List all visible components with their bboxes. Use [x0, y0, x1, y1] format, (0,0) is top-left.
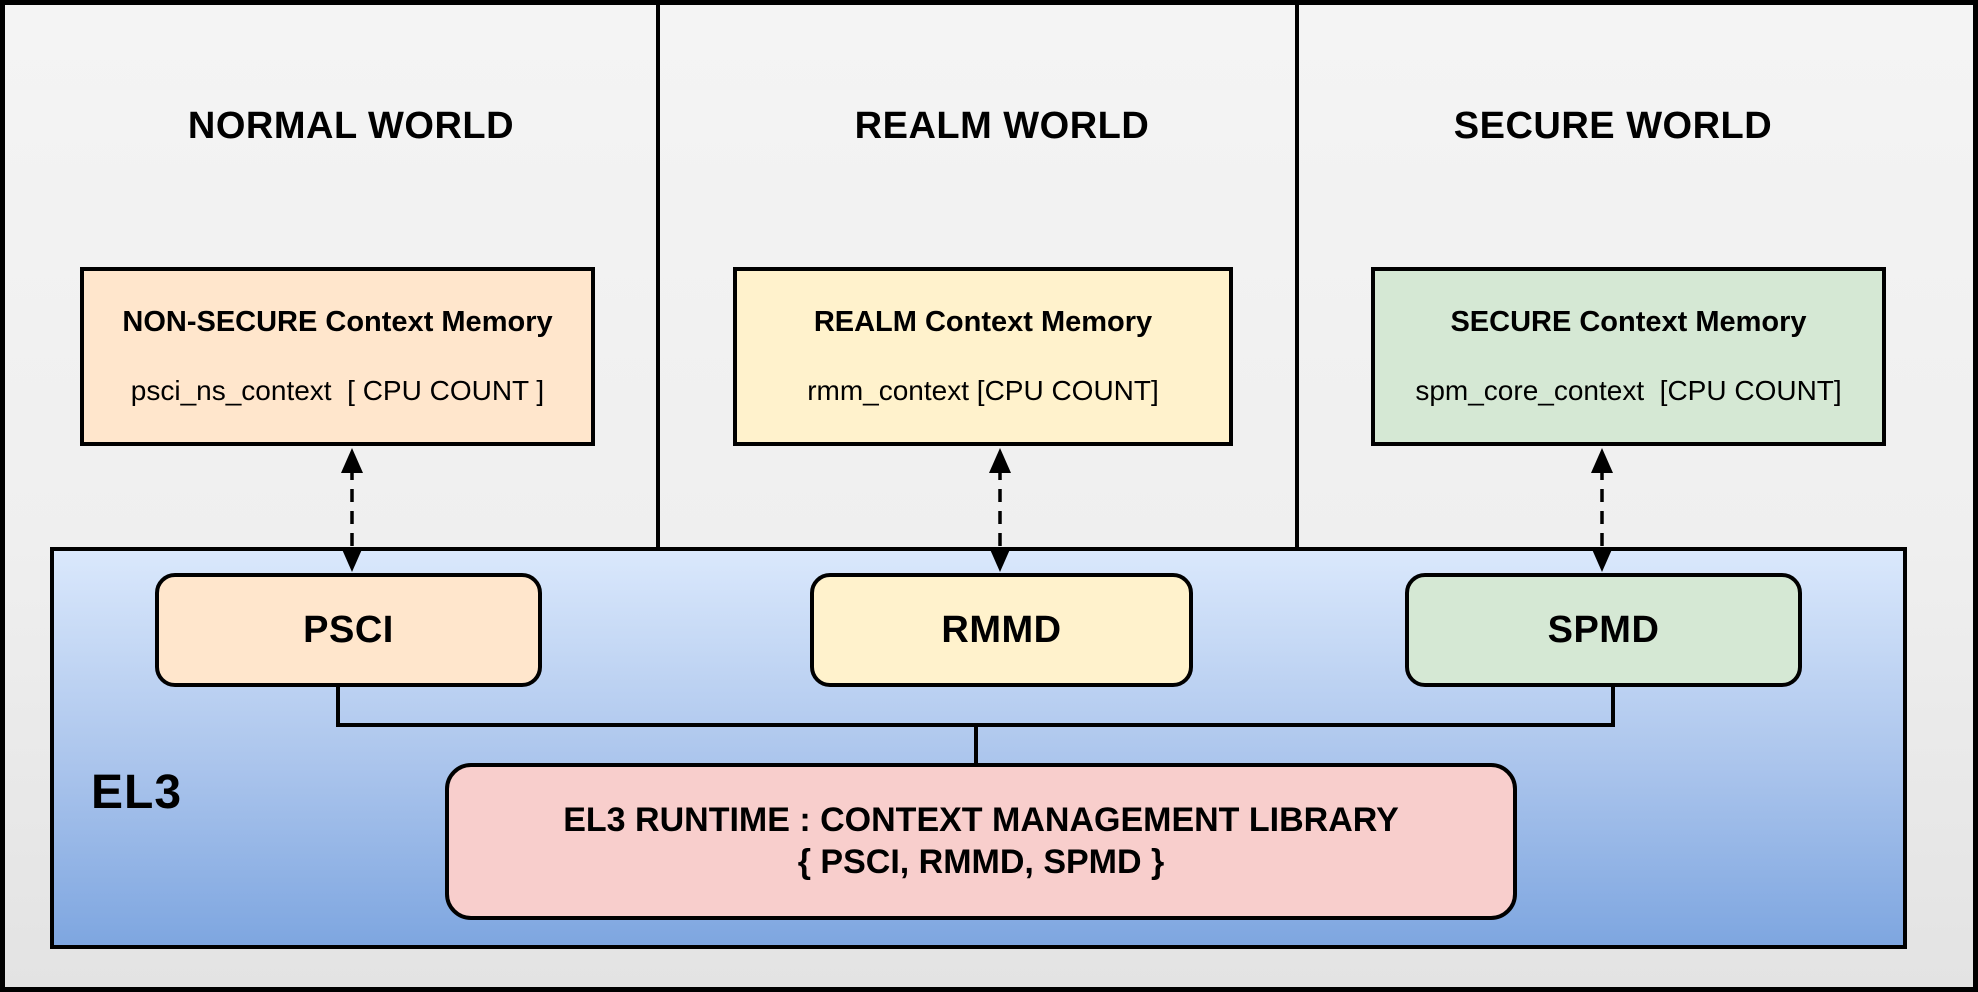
spmd-label: SPMD — [1547, 608, 1660, 651]
secure-context-memory-value: spm_core_context [CPU COUNT] — [1415, 375, 1842, 406]
secure-context-memory-box: SECURE Context Memory spm_core_context [… — [1371, 267, 1886, 446]
library-title-line1: EL3 RUNTIME : CONTEXT MANAGEMENT LIBRARY — [563, 801, 1399, 840]
realm-context-memory-box: REALM Context Memory rmm_context [CPU CO… — [733, 267, 1233, 446]
secure-world-title: SECURE WORLD — [1453, 105, 1773, 147]
non-secure-context-memory-value: psci_ns_context [ CPU COUNT ] — [130, 375, 545, 406]
context-management-library-box: EL3 RUNTIME : CONTEXT MANAGEMENT LIBRARY… — [445, 763, 1517, 920]
non-secure-context-memory-box: NON-SECURE Context Memory psci_ns_contex… — [80, 267, 595, 446]
psci-box: PSCI — [155, 573, 542, 687]
psci-label: PSCI — [303, 608, 394, 651]
realm-context-memory-title: REALM Context Memory — [813, 306, 1153, 338]
world-divider-normal-realm — [656, 5, 660, 549]
el3-label: EL3 — [91, 766, 183, 819]
rmmd-label: RMMD — [941, 608, 1062, 651]
spmd-box: SPMD — [1405, 573, 1802, 687]
realm-world-title: REALM WORLD — [854, 105, 1150, 147]
non-secure-context-memory-title: NON-SECURE Context Memory — [122, 306, 553, 338]
library-title-line2: { PSCI, RMMD, SPMD } — [797, 842, 1165, 881]
rmmd-box: RMMD — [810, 573, 1193, 687]
normal-world-title: NORMAL WORLD — [187, 105, 515, 147]
secure-context-memory-title: SECURE Context Memory — [1450, 306, 1807, 338]
world-divider-realm-secure — [1295, 5, 1299, 549]
realm-context-memory-value: rmm_context [CPU COUNT] — [807, 375, 1159, 406]
